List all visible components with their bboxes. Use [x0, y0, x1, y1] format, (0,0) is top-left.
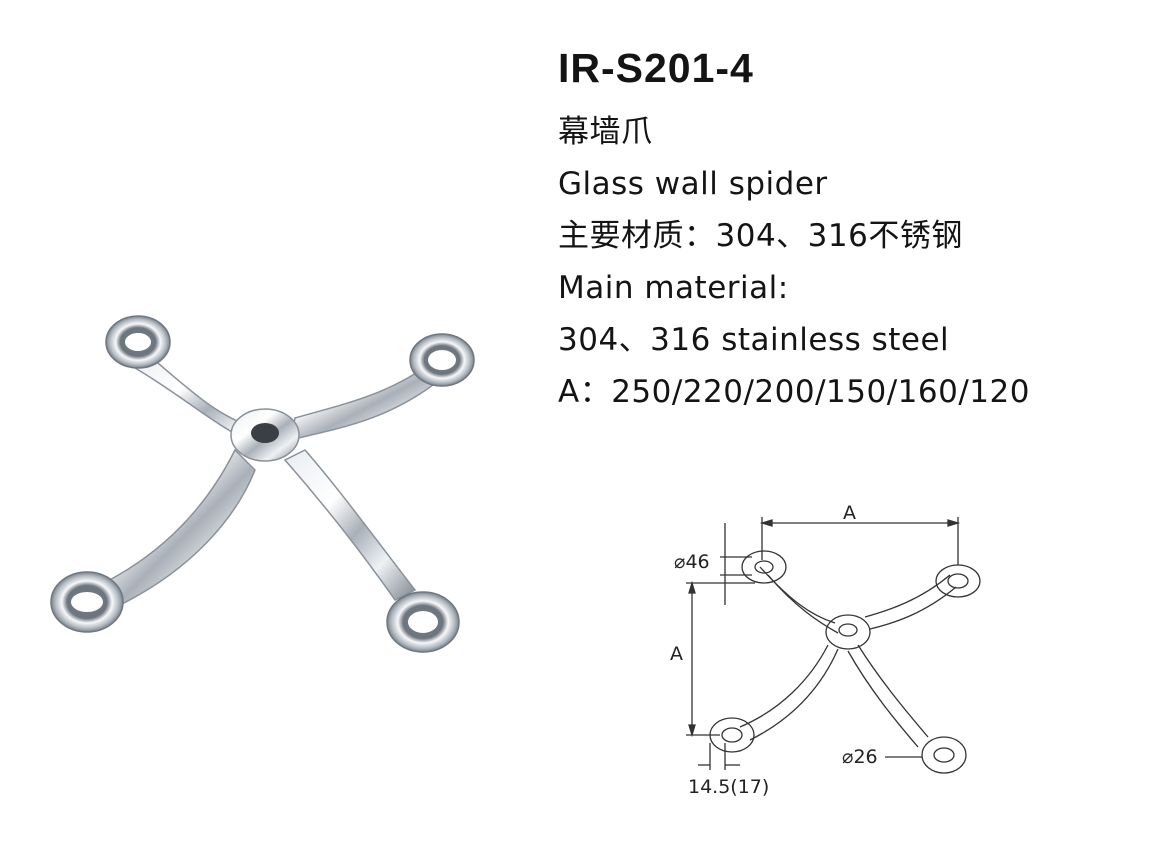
slot-hole	[69, 590, 105, 614]
material-en-label: Main material:	[558, 270, 789, 306]
dim-a-top: A	[843, 502, 856, 524]
model-number: IR-S201-4	[558, 45, 754, 91]
product-photo	[50, 315, 475, 653]
slot-hole	[123, 331, 153, 353]
size-options: A：250/220/200/150/160/120	[558, 374, 1030, 410]
dim-diameter-46: ⌀46	[674, 551, 710, 573]
spider-arm-bottom-left	[98, 448, 256, 606]
dim-thickness: 14.5(17)	[688, 776, 769, 798]
product-name-cn: 幕墙爪	[558, 114, 653, 150]
material-en-value: 304、316 stainless steel	[558, 322, 950, 358]
spec-block: IR-S201-4 幕墙爪 Glass wall spider 主要材质：304…	[558, 40, 1030, 418]
round-hole	[426, 348, 458, 372]
dim-a-left: A	[670, 643, 683, 665]
round-hole	[406, 609, 440, 635]
material-cn: 主要材质：304、316不锈钢	[558, 218, 963, 254]
product-name-en: Glass wall spider	[558, 166, 828, 202]
spider-arm-bottom-right	[283, 449, 417, 601]
spider-hub-hole	[251, 423, 279, 443]
technical-drawing: A A ⌀46 ⌀26 14.5(17)	[670, 502, 981, 798]
dim-diameter-26: ⌀26	[842, 746, 878, 768]
